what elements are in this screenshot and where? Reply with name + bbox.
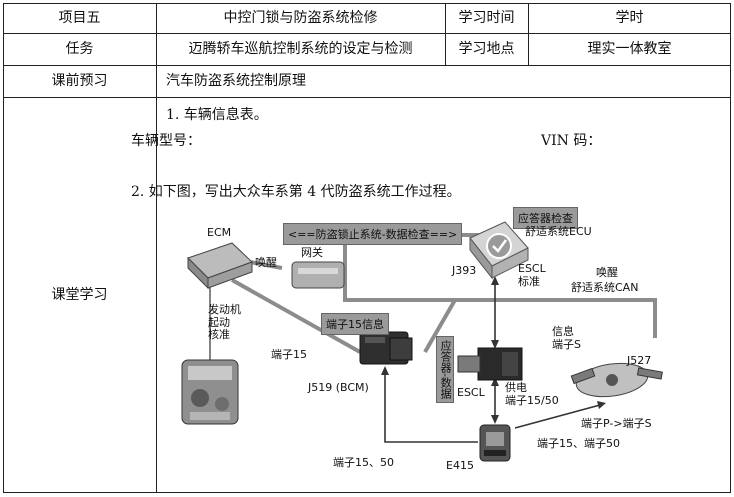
escl-lock-icon: [457, 347, 523, 381]
ecm-module-icon: [187, 242, 253, 290]
arrowhead: [491, 340, 499, 349]
line-j527-j519: [423, 299, 457, 353]
line-ecm-j519: [231, 278, 361, 354]
terminal-15-label: 端子15: [271, 348, 307, 361]
terminal-15-50-left-label: 端子15、50: [333, 456, 394, 469]
row-divider: [3, 97, 731, 98]
terminal-p-to-s-label: 端子P->端子S: [581, 417, 652, 430]
comfort-ecu-label: 舒适系统ECU: [525, 225, 592, 238]
project-label: 项目五: [58, 10, 101, 26]
data-check-banner: <==防盗锁止系统-数据检查==>: [283, 223, 463, 245]
row-divider: [3, 33, 731, 34]
item-2-heading: 2. 如下图，写出大众车系第 4 代防盗系统工作过程。: [131, 184, 461, 200]
j393-label: J393: [452, 264, 477, 277]
arrowhead: [491, 415, 499, 424]
signal-terminal-s-label: 信息 端子S: [552, 325, 581, 351]
terminal-15-50-right-label: 端子15、端子50: [537, 437, 620, 450]
gateway-module-icon: [291, 261, 345, 289]
escl-standard-text: ESCL 标准: [518, 262, 546, 288]
column-divider: [445, 3, 446, 65]
wake-label-can: 唤醒: [596, 266, 618, 279]
engine-start-label: 发动机 起动 核准: [208, 303, 241, 342]
worksheet-table: [3, 3, 731, 493]
arrow-heads: [381, 276, 606, 424]
signal-terminal-s-text: 信息 端子S: [552, 325, 581, 351]
can-bus-main: [343, 268, 657, 338]
preview-label: 课前预习: [51, 73, 108, 89]
task-label: 任务: [65, 41, 94, 57]
vin-label: VIN 码：: [541, 133, 602, 149]
arrowhead: [491, 377, 499, 386]
place-label: 学习地点: [458, 41, 515, 57]
place-value: 理实一体教室: [587, 41, 672, 57]
arrowhead: [381, 366, 389, 375]
column-divider: [528, 3, 529, 65]
study-label: 课堂学习: [51, 287, 108, 303]
column-divider: [156, 3, 157, 493]
arrowhead: [597, 401, 606, 409]
gateway-label: 网关: [301, 246, 323, 259]
can-line-ecm-gateway: [249, 260, 283, 270]
arrow-e415-j527: [514, 404, 601, 429]
transponder-check-label: 应答器检查: [513, 207, 578, 229]
transponder-data-label: 应答器-数据: [436, 336, 455, 403]
steering-column-module-icon: [570, 362, 663, 398]
escl-standard-label: ESCL 标准: [518, 262, 546, 288]
ignition-switch-icon: [479, 424, 511, 462]
arrowhead: [491, 276, 499, 285]
arrow-lines: [384, 282, 601, 443]
preview-value: 汽车防盗系统控制原理: [166, 73, 306, 89]
time-label: 学习时间: [458, 10, 515, 26]
j527-label: J527: [627, 354, 652, 367]
engine-icon: [181, 359, 239, 425]
j519-label: J519 (BCM): [308, 381, 369, 394]
item-1-heading: 1. 车辆信息表。: [166, 107, 268, 123]
arrow-e415-j519: [384, 372, 478, 443]
engine-start-text: 发动机 起动 核准: [208, 303, 241, 342]
e415-label: E415: [446, 459, 474, 472]
time-value: 学时: [615, 10, 644, 26]
terminal-15-info-label: 端子15信息: [321, 313, 389, 335]
wake-label-ecm: 唤醒: [255, 256, 277, 269]
comfort-ecu-icon: [469, 221, 529, 280]
vehicle-model-label: 车辆型号：: [131, 133, 201, 149]
power-supply-label: 供电 端子15/50: [505, 381, 559, 407]
ecm-label: ECM: [207, 226, 232, 239]
task-value: 迈腾轿车巡航控制系统的设定与检测: [188, 41, 413, 57]
bcm-module-icon: [359, 331, 413, 365]
row-divider: [3, 65, 731, 66]
comfort-can-label: 舒适系统CAN: [571, 281, 639, 294]
power-supply-text: 供电 端子15/50: [505, 381, 559, 407]
escl-label: ESCL: [457, 386, 485, 399]
project-value: 中控门锁与防盗系统检修: [223, 10, 378, 26]
